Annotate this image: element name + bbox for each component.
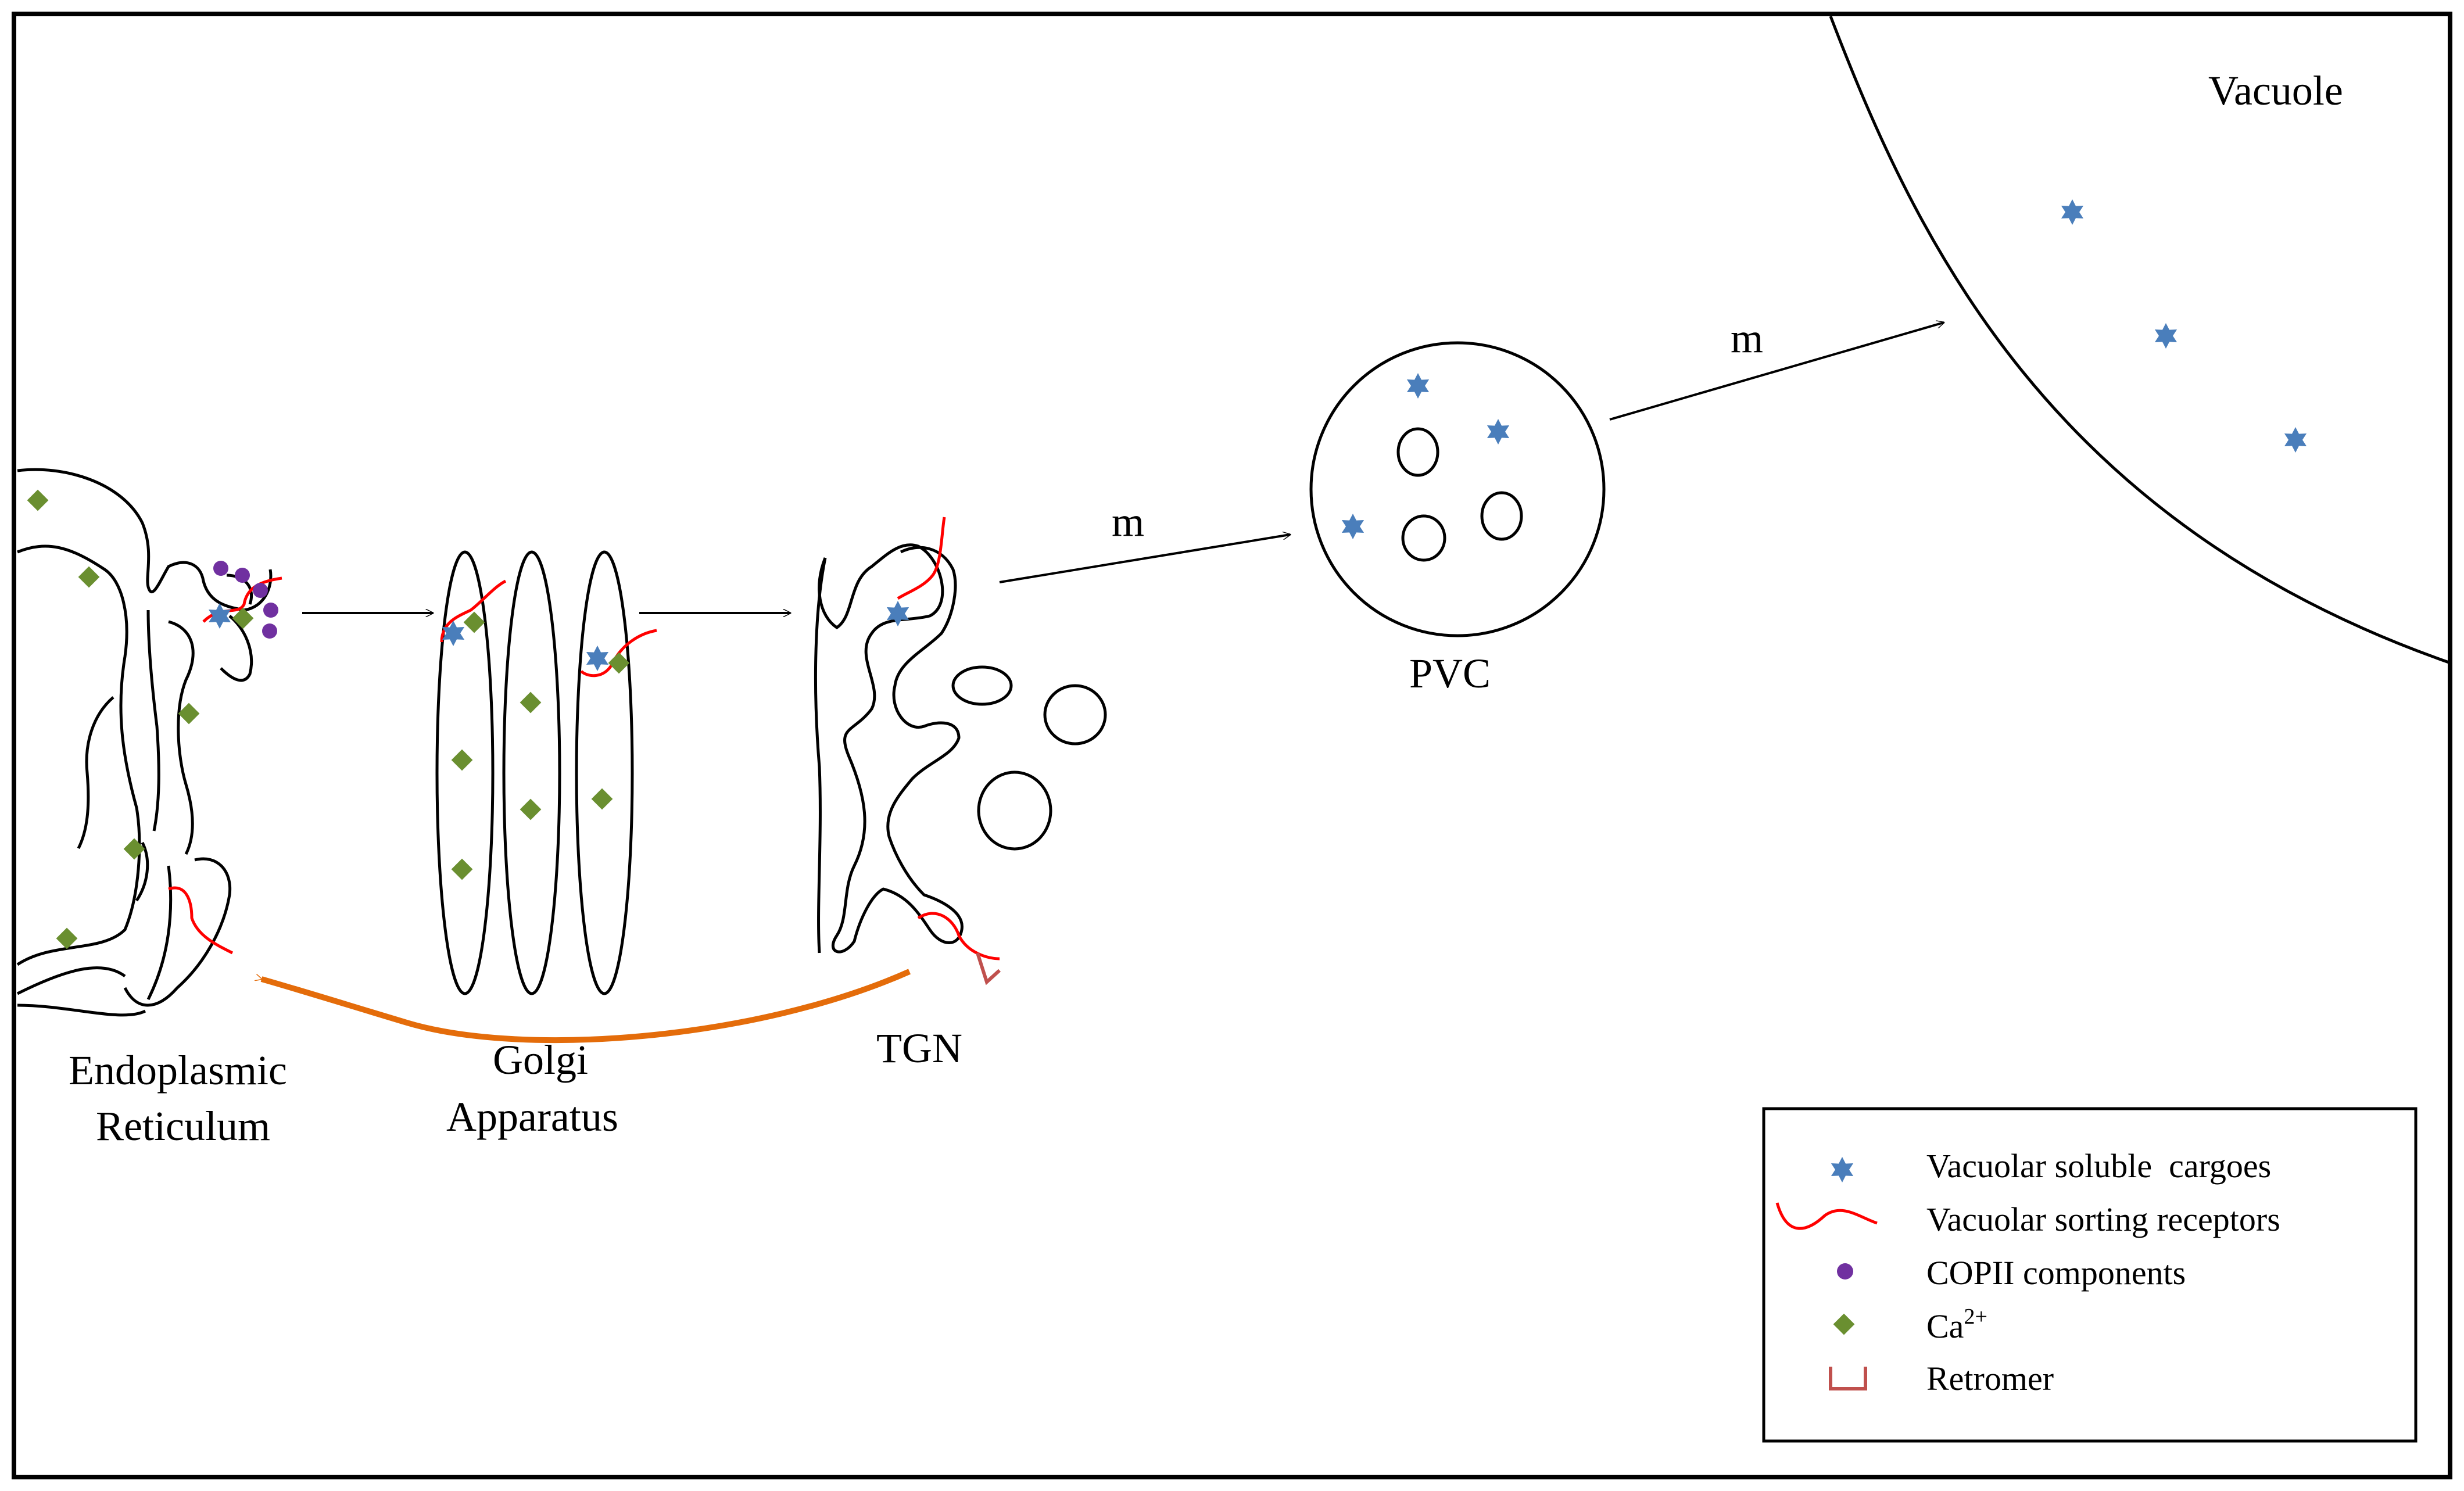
cargo-star	[1487, 419, 1510, 445]
cargo-star	[1406, 373, 1430, 399]
legend-text-copii: COPII components	[1926, 1254, 2186, 1292]
tgn-vesicles	[951, 665, 1107, 851]
cargo-star	[208, 603, 231, 629]
legend: Vacuolar soluble cargoes Vacuolar sortin…	[1762, 1107, 2418, 1443]
legend-text-receptors: Vacuolar sorting receptors	[1926, 1200, 2280, 1238]
legend-symbol-star	[1831, 1157, 1854, 1182]
golgi-apparatus	[435, 550, 634, 995]
arrow-label-tgn-pvc: m	[1112, 499, 1144, 545]
cargo-star	[442, 621, 465, 646]
legend-text-cargoes: Vacuolar soluble cargoes	[1926, 1147, 2271, 1185]
pvc-compartment	[1309, 341, 1606, 637]
pvc-label: PVC	[1409, 650, 1491, 697]
anterograde-arrows	[302, 322, 1944, 613]
vacuole-label: Vacuole	[2208, 67, 2343, 114]
tgn-label: TGN	[876, 1025, 962, 1071]
cargo-star	[2154, 323, 2178, 349]
legend-box	[1762, 1107, 2418, 1443]
arrow-label-pvc-vacuole: m	[1731, 315, 1763, 361]
er-label-line1: Endoplasmic	[69, 1047, 287, 1094]
legend-text-retromer: Retromer	[1926, 1360, 2054, 1397]
retrograde-arrow	[262, 969, 911, 1044]
golgi-label-line2: Apparatus	[446, 1094, 618, 1140]
vacuole-membrane	[1829, 16, 2449, 664]
calcium-ions	[27, 489, 630, 949]
copii-components	[213, 561, 278, 639]
legend-symbol-dot	[1837, 1263, 1853, 1279]
cargo-star	[2061, 199, 2084, 225]
cargo-star	[2284, 427, 2307, 453]
legend-symbol-receptor	[1775, 1202, 1878, 1230]
cargo-star	[1341, 514, 1364, 539]
cargo-star	[886, 601, 909, 626]
retromer-on-tgn	[976, 952, 1001, 985]
er-label-line2: Reticulum	[96, 1103, 270, 1149]
soluble-cargoes	[208, 199, 2307, 671]
legend-text-calcium: Ca2+	[1926, 1304, 1987, 1345]
legend-star-shape	[1831, 1157, 1854, 1182]
legend-symbol-retromer	[1829, 1367, 1867, 1390]
trans-golgi-network	[814, 543, 964, 954]
legend-symbol-diamond	[1833, 1313, 1855, 1335]
golgi-label-line1: Golgi	[493, 1037, 588, 1083]
cargo-star	[586, 646, 609, 671]
